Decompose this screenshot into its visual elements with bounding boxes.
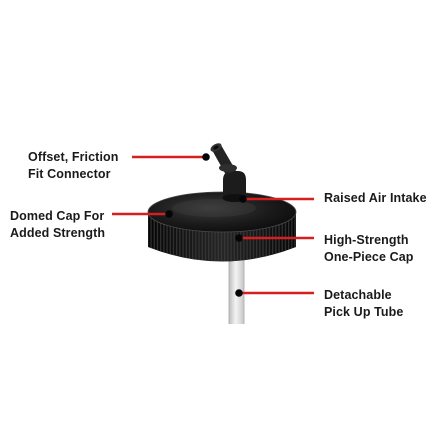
label-line: One-Piece Cap	[324, 250, 414, 264]
leader-strength	[235, 234, 314, 242]
label-line: Detachable	[324, 288, 392, 302]
one-piece-cap	[147, 191, 297, 262]
label-line: Pick Up Tube	[324, 305, 404, 319]
leader-tube	[235, 289, 314, 297]
offset-connector	[210, 143, 247, 202]
label-high-strength-cap: High-Strength One-Piece Cap	[324, 232, 414, 266]
leader-air-intake	[239, 195, 314, 203]
label-line: High-Strength	[324, 233, 409, 247]
leader-domed	[112, 210, 173, 218]
leader-connector	[132, 153, 210, 161]
label-line: Offset, Friction	[28, 150, 119, 164]
leader-lines	[112, 153, 314, 297]
label-line: Added Strength	[10, 226, 106, 240]
label-offset-connector: Offset, Friction Fit Connector	[28, 149, 119, 183]
label-pick-up-tube: Detachable Pick Up Tube	[324, 287, 403, 321]
label-line: Raised Air Intake	[324, 191, 427, 205]
label-line: Domed Cap For	[10, 209, 105, 223]
label-line: Fit Connector	[28, 167, 111, 181]
label-domed-cap: Domed Cap For Added Strength	[10, 208, 105, 242]
label-raised-air-intake: Raised Air Intake	[324, 190, 427, 207]
